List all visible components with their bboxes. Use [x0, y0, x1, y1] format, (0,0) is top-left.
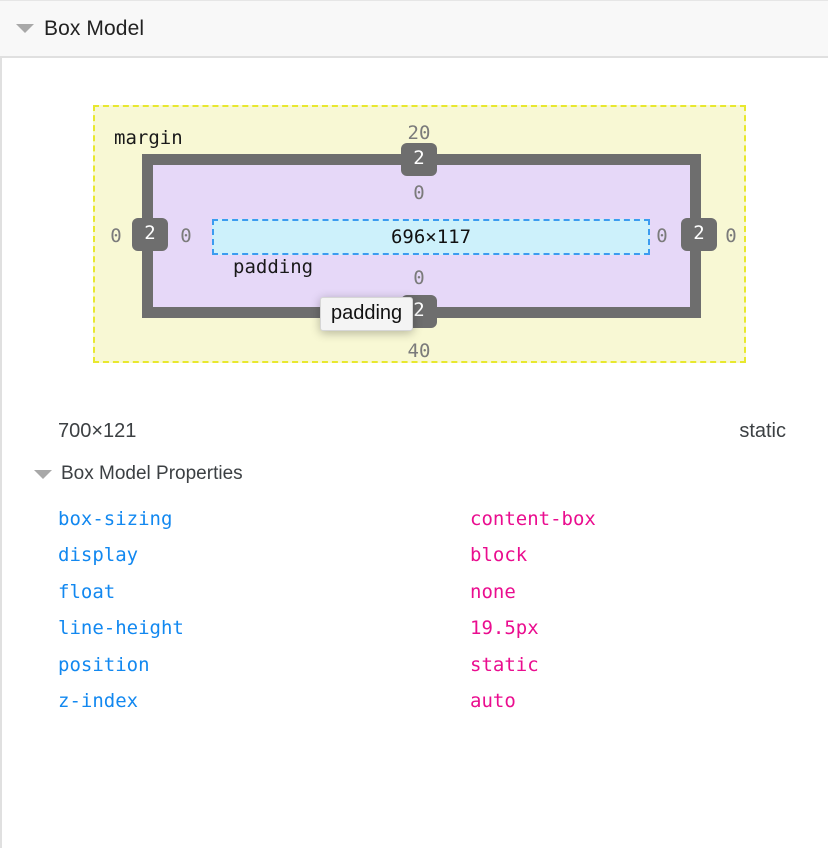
margin-top-value[interactable]: 20	[407, 122, 431, 144]
box-model-properties-list: box-sizing content-box display block flo…	[58, 501, 786, 720]
property-row[interactable]: line-height 19.5px	[58, 611, 786, 648]
property-row[interactable]: box-sizing content-box	[58, 501, 786, 538]
box-model-diagram: margin border padding 696×117 20 2 0 0 2…	[93, 105, 746, 363]
content-region[interactable]: 696×117	[212, 219, 650, 255]
triangle-down-icon[interactable]	[16, 24, 34, 33]
element-size-label: 700×121	[58, 420, 137, 442]
property-name[interactable]: z-index	[58, 690, 139, 713]
property-name[interactable]: display	[58, 544, 139, 567]
element-position-label: static	[739, 420, 786, 442]
border-top-value[interactable]: 2	[401, 143, 437, 176]
box-model-properties-title: Box Model Properties	[61, 463, 243, 484]
property-value[interactable]: 19.5px	[470, 617, 539, 640]
page-title: Box Model	[44, 16, 145, 40]
property-value[interactable]: static	[470, 653, 539, 676]
property-row[interactable]: position static	[58, 647, 786, 684]
box-model-summary: 700×121 static	[58, 420, 786, 443]
margin-bottom-value[interactable]: 40	[407, 340, 431, 362]
property-row[interactable]: z-index auto	[58, 684, 786, 721]
box-model-properties-header[interactable]: Box Model Properties	[34, 463, 243, 485]
border-left-value[interactable]: 2	[132, 218, 168, 251]
padding-bottom-value[interactable]: 0	[413, 267, 425, 289]
margin-left-value[interactable]: 0	[110, 225, 122, 247]
border-right-value[interactable]: 2	[681, 218, 717, 251]
content-size-label: 696×117	[390, 225, 472, 248]
triangle-down-icon[interactable]	[34, 469, 52, 479]
box-model-panel-header[interactable]: Box Model	[0, 0, 828, 58]
property-name[interactable]: box-sizing	[58, 507, 173, 530]
property-value[interactable]: none	[470, 580, 516, 603]
property-value[interactable]: block	[470, 544, 528, 567]
property-row[interactable]: display block	[58, 538, 786, 575]
property-value[interactable]: content-box	[470, 507, 596, 530]
margin-right-value[interactable]: 0	[725, 225, 737, 247]
border-region[interactable]: border padding 696×117	[142, 154, 701, 318]
padding-right-value[interactable]: 0	[656, 225, 668, 247]
property-name[interactable]: position	[58, 653, 150, 676]
padding-region-label: padding	[233, 256, 314, 278]
padding-left-value[interactable]: 0	[180, 225, 192, 247]
padding-region[interactable]: padding 696×117	[153, 165, 690, 307]
margin-region-label: margin	[114, 127, 183, 149]
region-hover-tooltip: padding	[320, 297, 414, 331]
property-name[interactable]: line-height	[58, 617, 184, 640]
property-row[interactable]: float none	[58, 574, 786, 611]
property-value[interactable]: auto	[470, 690, 516, 713]
box-model-panel-body: margin border padding 696×117 20 2 0 0 2…	[0, 58, 828, 848]
property-name[interactable]: float	[58, 580, 116, 603]
padding-top-value[interactable]: 0	[413, 182, 425, 204]
